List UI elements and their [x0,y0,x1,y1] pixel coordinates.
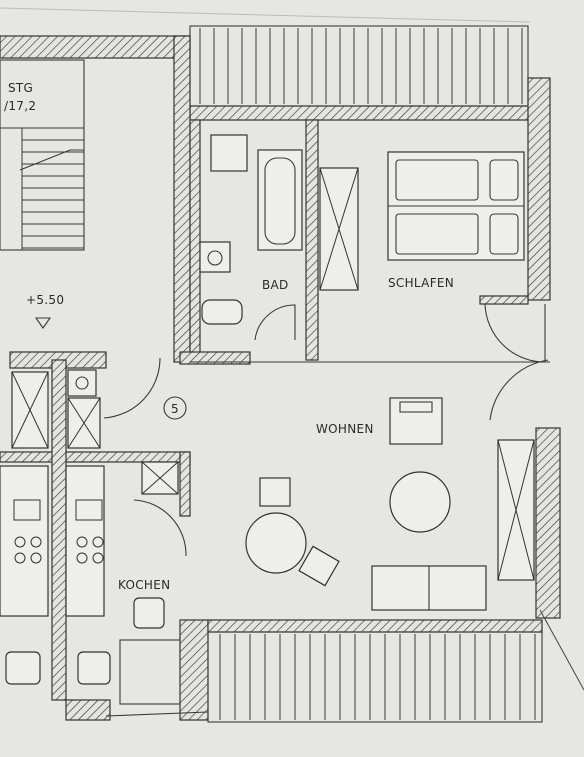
armchair [389,397,443,445]
chair-bottom [298,545,340,587]
stool [133,597,165,629]
stool-right [77,651,111,685]
bathroom: BAD [179,119,319,365]
level-mark: +5.50 [26,293,64,307]
chair-top [259,477,291,507]
oven-top [67,369,97,397]
toilet [201,299,243,325]
roof-slats-bottom [105,619,543,723]
wall-east [527,77,551,301]
wall-west-stair [173,35,191,363]
wall-top-left [0,35,191,59]
roof-slats-top [189,25,529,107]
stool-left [5,651,41,685]
counter-left [0,465,49,617]
stairwell-sublabel: /17,2 [4,99,36,113]
unit-number: 5 [171,402,179,416]
counter-right [65,465,105,617]
bedroom: SCHLAFEN [319,151,546,363]
dining-table [245,512,307,574]
exterior-diagonal [539,609,584,691]
bathroom-label: BAD [262,278,289,292]
round-table-right [389,471,451,533]
stairwell: STG /17,2 [0,59,85,251]
bedroom-label: SCHLAFEN [388,276,454,290]
wall-top-right [189,105,541,121]
living-label: WOHNEN [316,422,374,436]
kitchen: KOCHEN [0,359,209,721]
stairwell-label: STG [8,81,33,95]
margin-line [0,7,531,23]
washbasin [199,241,231,273]
kitchen-label: KOCHEN [118,578,170,592]
living-room: WOHNEN [190,359,561,619]
unit-number-circle [163,396,187,420]
level-triangle [34,317,52,329]
cabinet [210,134,248,172]
